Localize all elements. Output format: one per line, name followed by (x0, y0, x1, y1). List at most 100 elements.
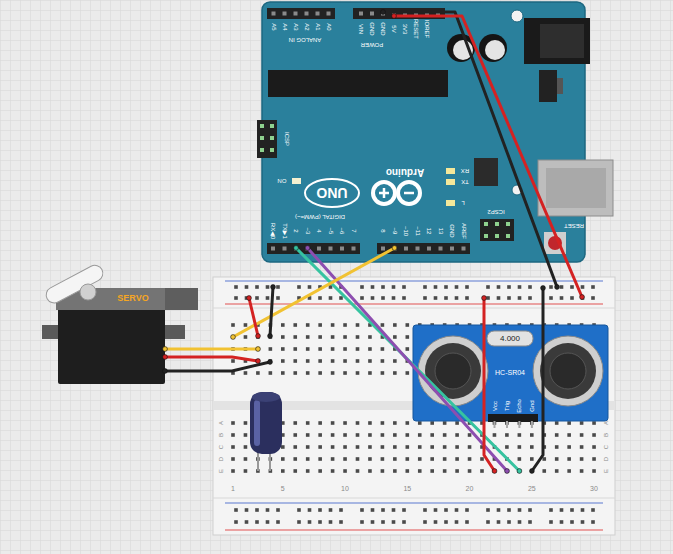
pin-label: 13 (438, 228, 444, 235)
hole (339, 520, 343, 524)
header (267, 243, 360, 254)
hole (567, 445, 571, 449)
icsp-header (257, 120, 277, 158)
wire-end (231, 335, 236, 340)
hole (266, 508, 270, 512)
servo-hub (80, 284, 96, 300)
pin (327, 12, 331, 16)
hole (580, 445, 584, 449)
hole (368, 347, 372, 351)
wire-end (163, 355, 168, 360)
hole (507, 285, 511, 289)
hole (505, 433, 509, 437)
wire-end (247, 296, 252, 301)
hole (231, 359, 235, 363)
hole (528, 285, 532, 289)
hole (276, 296, 280, 300)
hole (423, 508, 427, 512)
pin-label: A0 (326, 23, 332, 30)
hole (356, 323, 360, 327)
led (446, 168, 455, 174)
hole (331, 371, 335, 375)
hole (368, 371, 372, 375)
hole (368, 457, 372, 461)
wire-end (256, 359, 261, 364)
hole (256, 359, 260, 363)
hole (234, 296, 238, 300)
hole (255, 508, 259, 512)
servo-tab (165, 325, 185, 339)
hole (528, 296, 532, 300)
hole (306, 323, 310, 327)
rail-line-red (225, 303, 603, 304)
rail-line-blue (225, 280, 603, 281)
column-number: 10 (341, 485, 349, 492)
pin-label: A4 (282, 23, 288, 30)
hole (581, 520, 585, 524)
hole (580, 421, 584, 425)
servo-top (165, 288, 198, 310)
pin-label: RX◀0 (270, 223, 276, 239)
pin-label: ~5 (328, 228, 334, 235)
hole (455, 433, 459, 437)
hole (356, 335, 360, 339)
hole (231, 445, 235, 449)
hole (368, 445, 372, 449)
pin (270, 124, 274, 128)
pin (427, 247, 431, 251)
hole (402, 508, 406, 512)
hole (434, 520, 438, 524)
servo-motor (42, 262, 198, 384)
pin-label: 7 (351, 229, 357, 232)
pin (283, 12, 287, 16)
hole (255, 520, 259, 524)
wire-end (268, 334, 273, 339)
hole (406, 371, 410, 375)
hole (331, 445, 335, 449)
pin-label: Echo (516, 399, 522, 413)
hole (356, 359, 360, 363)
wire (165, 348, 258, 351)
hole (308, 520, 312, 524)
pin (329, 247, 333, 251)
pin (495, 222, 499, 226)
wire (383, 12, 557, 287)
hole (381, 347, 385, 351)
wire-end (482, 296, 487, 301)
led-label: ON (278, 178, 287, 184)
hole (306, 445, 310, 449)
wire-end (541, 286, 546, 291)
hole (518, 520, 522, 524)
hole (293, 335, 297, 339)
sensor-pins (495, 421, 532, 428)
hole (297, 285, 301, 289)
hole (306, 371, 310, 375)
hole (570, 296, 574, 300)
led (292, 178, 301, 184)
hole (293, 433, 297, 437)
pin-label: ~9 (392, 228, 398, 235)
hole (570, 285, 574, 289)
hole (293, 323, 297, 327)
hole (465, 508, 469, 512)
hole (423, 520, 427, 524)
hole (360, 508, 364, 512)
hole (331, 457, 335, 461)
capacitor-top (252, 392, 280, 402)
row-letter: E (218, 469, 224, 473)
column-number: 5 (281, 485, 285, 492)
wire-end (256, 347, 261, 352)
pin-label: A1 (315, 23, 321, 30)
hole (318, 296, 322, 300)
hole (371, 508, 375, 512)
hole (423, 285, 427, 289)
hole (381, 508, 385, 512)
hole (434, 296, 438, 300)
hole (318, 457, 322, 461)
hole (244, 433, 248, 437)
microcontroller-chip (268, 70, 448, 97)
hole (444, 520, 448, 524)
rail-line-blue (225, 502, 603, 503)
row-letter: D (603, 457, 609, 461)
